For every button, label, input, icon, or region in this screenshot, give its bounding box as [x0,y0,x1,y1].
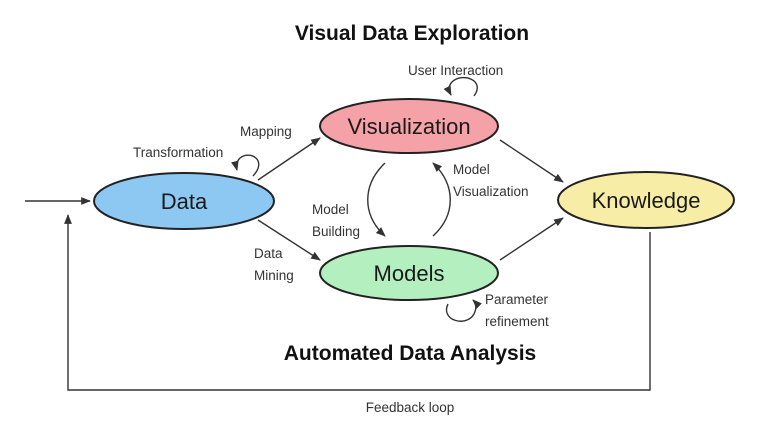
data-mining-arrow [257,219,321,261]
label-model-building-line2: Building [312,224,360,239]
node-data: Data [93,172,275,230]
node-models: Models [319,245,499,301]
label-parameter-refinement-line1: Parameter [485,292,549,307]
label-mapping: Mapping [240,124,292,139]
label-model-visualization-line1: Model [453,162,490,177]
label-model-visualization-line2: Visualization [453,184,529,199]
label-parameter-refinement-line2: refinement [485,314,549,329]
label-feedback-loop: Feedback loop [366,400,455,415]
knowledge-label: Knowledge [592,188,701,213]
mapping-arrow [257,137,321,181]
label-data-mining-line1: Data [254,246,283,261]
label-data-mining-line2: Mining [254,268,294,283]
node-visualization: Visualization [319,98,499,154]
models-ellipse [319,245,499,301]
label-user-interaction: User Interaction [408,63,503,78]
label-model-building-line1: Model [312,202,349,217]
models-label: Models [374,261,445,286]
data-ellipse [93,172,275,230]
user-interaction-loop-arrow [443,77,478,97]
models-to-knowledge-arrow [499,217,564,261]
node-knowledge: Knowledge [557,171,735,229]
model-building-arrow [367,162,386,237]
parameter-refinement-loop-arrow [445,299,483,322]
visualization-label: Visualization [347,114,470,139]
title-automated-data-analysis: Automated Data Analysis [284,342,536,365]
data-label: Data [161,189,208,214]
label-transformation: Transformation [133,145,223,160]
knowledge-ellipse [557,171,735,229]
model-visualization-arrow [432,162,451,237]
visualization-ellipse [319,98,499,154]
transformation-loop-arrow [231,154,260,177]
title-visual-data-exploration: Visual Data Exploration [295,22,529,45]
visualization-to-knowledge-arrow [499,139,564,183]
feedback-loop-arrow [64,214,651,391]
